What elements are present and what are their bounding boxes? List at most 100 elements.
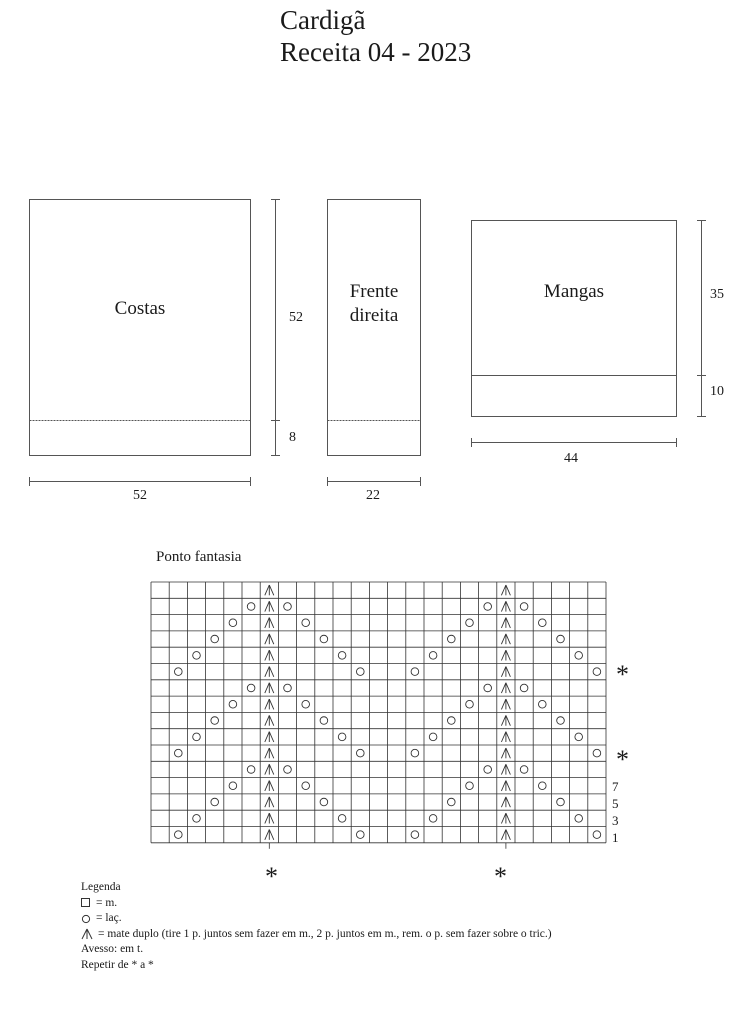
yarn-over-symbol bbox=[538, 618, 547, 628]
knit-square-icon bbox=[81, 898, 90, 908]
yarn-over-symbol bbox=[246, 765, 256, 774]
yarn-over-symbol bbox=[483, 683, 492, 693]
yarn-over-symbol bbox=[337, 732, 347, 742]
sleeve-body-height: 35 bbox=[710, 287, 724, 302]
double-decrease-symbol bbox=[500, 780, 511, 792]
yarn-over-symbol bbox=[319, 797, 329, 807]
legend-yarn-over-text: = laç. bbox=[96, 912, 122, 924]
yarn-over-symbol bbox=[574, 814, 583, 823]
legend-yarn-over-row: = laç. bbox=[81, 911, 552, 927]
double-decrease-symbol bbox=[500, 813, 511, 824]
double-decrease-symbol bbox=[500, 682, 511, 694]
yarn-over-symbol bbox=[483, 765, 492, 774]
double-decrease-symbol bbox=[500, 731, 511, 743]
double-decrease-symbol bbox=[500, 666, 511, 677]
back-rib-height: 8 bbox=[289, 430, 296, 445]
yarn-over-symbol bbox=[301, 699, 310, 709]
double-decrease-symbol bbox=[500, 601, 511, 612]
title-line-1: Cardigã bbox=[280, 5, 366, 35]
yarn-over-symbol bbox=[465, 781, 474, 790]
repeat-marker-row-bottom: * bbox=[616, 745, 629, 774]
legend-knit-row: = m. bbox=[81, 896, 552, 912]
yarn-over-symbol bbox=[465, 618, 474, 628]
yarn-over-symbol bbox=[319, 634, 329, 644]
yarn-over-symbol bbox=[192, 651, 201, 660]
legend-purl-text: Avesso: em t. bbox=[81, 943, 144, 955]
double-decrease-symbol bbox=[500, 764, 511, 775]
yarn-over-symbol bbox=[428, 814, 438, 823]
yarn-over-symbol bbox=[246, 602, 256, 611]
yarn-over-symbol bbox=[174, 830, 183, 839]
double-decrease-symbol bbox=[500, 796, 511, 808]
legend-knit-text: = m. bbox=[96, 896, 118, 909]
yarn-over-symbol bbox=[428, 651, 438, 660]
yarn-over-symbol bbox=[192, 814, 201, 823]
yarn-over-symbol bbox=[592, 830, 602, 839]
row-number-1: 1 bbox=[612, 830, 619, 845]
back-width: 52 bbox=[133, 488, 147, 503]
title-line-2: Receita 04 - 2023 bbox=[280, 37, 472, 67]
yarn-over-symbol bbox=[574, 732, 583, 742]
yarn-over-symbol bbox=[356, 830, 365, 839]
double-decrease-symbol bbox=[264, 764, 275, 775]
yarn-over-symbol bbox=[519, 765, 529, 774]
double-decrease-symbol bbox=[264, 650, 275, 661]
yarn-over-symbol bbox=[356, 667, 365, 676]
yarn-over-symbol bbox=[428, 732, 438, 742]
yarn-over-symbol bbox=[337, 814, 347, 823]
yarn-over-symbol bbox=[337, 651, 347, 660]
double-decrease-symbol bbox=[500, 650, 511, 661]
yarn-over-symbol bbox=[538, 699, 547, 709]
yarn-over-symbol bbox=[174, 667, 183, 676]
sleeve-cuff-height: 10 bbox=[710, 384, 724, 399]
back-piece-label: Costas bbox=[114, 298, 166, 319]
legend: Legenda = m. = laç. = mate duplo (tire 1… bbox=[81, 880, 552, 973]
row-number-5: 5 bbox=[612, 796, 619, 811]
yarn-over-symbol bbox=[228, 699, 238, 709]
front-label-line-2: direita bbox=[349, 305, 399, 326]
yarn-over-symbol bbox=[410, 830, 420, 839]
yarn-over-symbol bbox=[556, 797, 565, 807]
double-decrease-symbol bbox=[264, 715, 275, 726]
sleeve-width: 44 bbox=[564, 451, 578, 466]
double-decrease-symbol bbox=[264, 731, 275, 743]
double-decrease-symbol bbox=[500, 584, 511, 596]
yarn-over-symbol bbox=[210, 716, 219, 725]
yarn-over-symbol bbox=[519, 683, 529, 693]
double-decrease-icon bbox=[81, 929, 93, 940]
yarn-over-symbol bbox=[538, 781, 547, 790]
double-decrease-symbol bbox=[264, 747, 275, 759]
sleeve-piece-outline bbox=[471, 220, 677, 417]
double-decrease-symbol bbox=[500, 633, 511, 645]
double-decrease-symbol bbox=[264, 601, 275, 612]
yarn-over-symbol bbox=[465, 699, 474, 709]
yarn-over-symbol bbox=[228, 781, 238, 790]
repeat-marker-col-right: * bbox=[494, 862, 507, 891]
double-decrease-symbol bbox=[264, 698, 275, 710]
yarn-over-symbol bbox=[283, 602, 292, 611]
yarn-over-symbol bbox=[556, 634, 565, 644]
yarn-over-symbol bbox=[519, 602, 529, 611]
yarn-over-symbol bbox=[574, 651, 583, 660]
front-width: 22 bbox=[366, 488, 380, 503]
double-decrease-symbol bbox=[264, 682, 275, 694]
yarn-over-symbol bbox=[301, 618, 310, 628]
front-piece-label: Frente direita bbox=[327, 280, 421, 328]
yarn-over-symbol bbox=[447, 716, 456, 725]
yarn-over-symbol bbox=[592, 748, 602, 758]
yarn-over-circle-icon bbox=[81, 914, 91, 923]
front-label-line-1: Frente bbox=[349, 281, 399, 302]
double-decrease-symbol bbox=[264, 617, 275, 629]
yarn-over-symbol bbox=[246, 683, 256, 693]
legend-double-decrease-row: = mate duplo (tire 1 p. juntos sem fazer… bbox=[81, 927, 552, 943]
double-decrease-symbol bbox=[264, 829, 275, 840]
yarn-over-symbol bbox=[210, 634, 219, 644]
yarn-over-symbol bbox=[592, 667, 602, 676]
double-decrease-symbol bbox=[500, 698, 511, 710]
yarn-over-symbol bbox=[556, 716, 565, 725]
yarn-over-symbol bbox=[356, 748, 365, 758]
repeat-marker-col-left: * bbox=[265, 862, 278, 891]
back-body-height: 52 bbox=[289, 310, 303, 325]
page-title: Cardigã Receita 04 - 2023 bbox=[280, 4, 471, 68]
yarn-over-symbol bbox=[174, 748, 183, 758]
